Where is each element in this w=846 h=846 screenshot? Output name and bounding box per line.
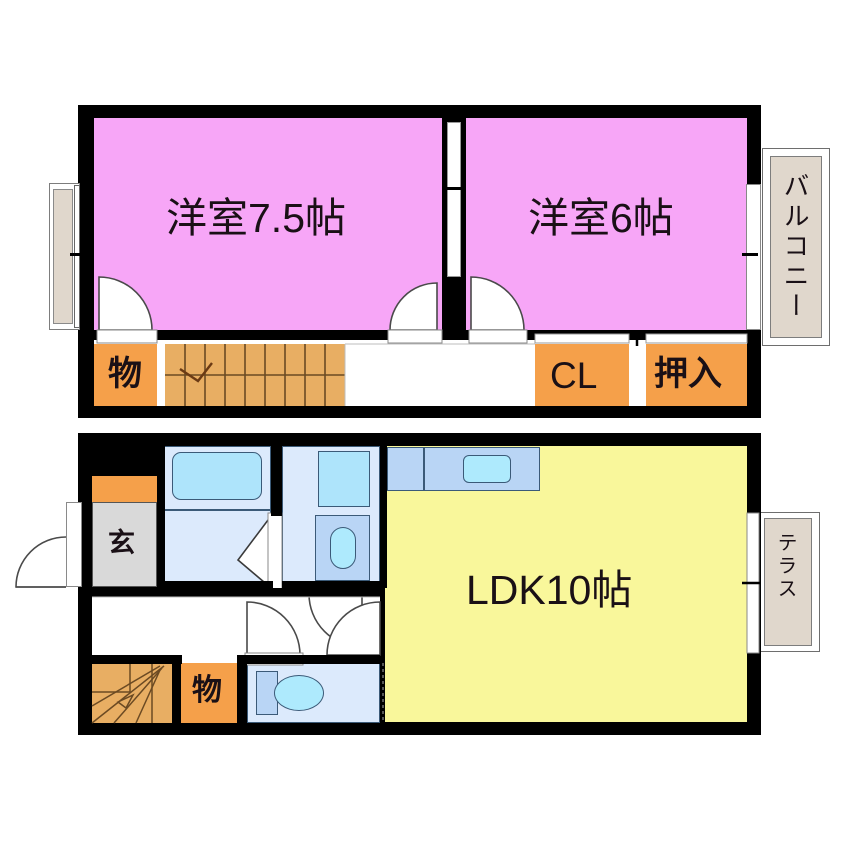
window-left-glass bbox=[53, 189, 73, 324]
shoe-cabinet bbox=[92, 476, 157, 502]
window-right-glass bbox=[746, 184, 761, 330]
entrance-door-leaf bbox=[66, 502, 82, 587]
toilet-bowl bbox=[274, 675, 324, 711]
storage-mono-lower-label: 物 bbox=[192, 674, 222, 707]
room-ldk-label: LDK10帖 bbox=[466, 567, 633, 613]
room-ldk-floor bbox=[385, 446, 747, 722]
terrace-label: テラス bbox=[774, 532, 796, 601]
kitchen-sink bbox=[463, 455, 511, 483]
storage-mono-upper-label: 物 bbox=[108, 355, 142, 393]
room-washitsu-7_5-label: 洋室7.5帖 bbox=[166, 195, 346, 241]
entrance-genkan-label: 玄 bbox=[108, 528, 135, 558]
balcony-floor bbox=[770, 156, 822, 338]
storage-mono-lower bbox=[180, 663, 237, 723]
stairs-down-body bbox=[92, 663, 172, 723]
bathtub bbox=[172, 452, 262, 500]
entrance-genkan-floor bbox=[92, 502, 157, 587]
kitchen-counter-divider bbox=[423, 447, 425, 491]
window-left-mullion bbox=[70, 253, 84, 256]
closet-oshiire bbox=[646, 344, 747, 406]
window-left-sash bbox=[74, 185, 80, 328]
partition-slider-panel bbox=[447, 122, 461, 277]
terrace-floor bbox=[764, 518, 812, 646]
window-right-mullion bbox=[742, 253, 758, 256]
closet-cl-label: CL bbox=[550, 355, 598, 396]
room-washitsu-6-label: 洋室6帖 bbox=[528, 195, 674, 241]
balcony-label: バルコニー bbox=[780, 172, 810, 322]
vanity-basin bbox=[330, 527, 356, 569]
lower-hallway-floor bbox=[92, 588, 380, 663]
bathroom-divider bbox=[163, 509, 271, 511]
washing-machine-space bbox=[318, 451, 370, 507]
storage-mono-upper bbox=[94, 344, 157, 406]
closet-cl bbox=[535, 344, 629, 406]
closet-oshiire-label: 押入 bbox=[654, 355, 722, 393]
partition-slider-mullion bbox=[444, 187, 464, 190]
